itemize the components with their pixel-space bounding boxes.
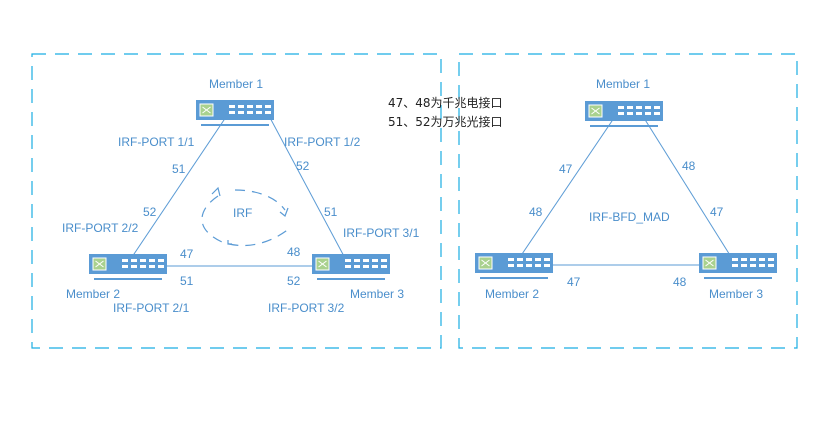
bfd-mad-label: IRF-BFD_MAD [589, 210, 670, 224]
port-number: 47 [567, 275, 581, 289]
irf-port-3-1-label: IRF-PORT 3/1 [343, 226, 420, 240]
member-1-label: Member 1 [596, 77, 650, 91]
irf-port-2-1-label: IRF-PORT 2/1 [113, 301, 190, 315]
port-number: 48 [529, 205, 543, 219]
irf-arrow-bottom-icon [227, 240, 232, 245]
port-number: 52 [296, 159, 310, 173]
irf-port-3-2-label: IRF-PORT 3/2 [268, 301, 345, 315]
port-number: 51 [172, 162, 186, 176]
irf-ring-label: IRF [233, 206, 252, 220]
link-m1-m2 [517, 117, 615, 261]
member-2-label: Member 2 [485, 287, 539, 301]
member-3-label: Member 3 [709, 287, 763, 301]
link-m1-m3 [643, 117, 734, 261]
left-frame [31, 53, 442, 349]
note-line-2: 51、52为万兆光接口 [388, 114, 503, 129]
irf-port-2-2-label: IRF-PORT 2/2 [62, 221, 139, 235]
port-number: 51 [180, 274, 194, 288]
member-2-label: Member 2 [66, 287, 120, 301]
port-number: 52 [287, 274, 301, 288]
switch-icon [584, 100, 664, 128]
irf-arrow-right-icon [279, 207, 289, 217]
switch-icon [474, 252, 554, 280]
port-number: 48 [673, 275, 687, 289]
right-frame [458, 53, 798, 349]
irf-arrow-top-icon [211, 186, 221, 197]
port-number: 51 [324, 205, 338, 219]
switch-icon [311, 253, 391, 281]
port-number: 52 [143, 205, 157, 219]
irf-ring-icon [201, 189, 291, 247]
switch-icon [698, 252, 778, 280]
switch-icon [195, 99, 275, 127]
member-3-label: Member 3 [350, 287, 404, 301]
link-m1-m3 [267, 113, 347, 261]
note-line-1: 47、48为千兆电接口 [388, 95, 503, 110]
member-1-label: Member 1 [209, 77, 263, 91]
irf-port-1-1-label: IRF-PORT 1/1 [118, 135, 195, 149]
port-number: 47 [710, 205, 724, 219]
port-number: 47 [559, 162, 573, 176]
port-number: 47 [180, 247, 194, 261]
switch-icon [88, 253, 168, 281]
irf-port-1-2-label: IRF-PORT 1/2 [284, 135, 361, 149]
link-m1-m2 [129, 113, 229, 261]
port-number: 48 [287, 245, 301, 259]
port-number: 48 [682, 159, 696, 173]
